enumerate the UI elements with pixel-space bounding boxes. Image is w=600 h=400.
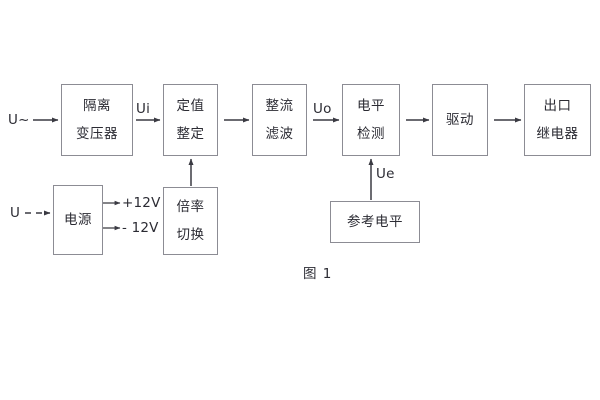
signal-ue-label: Ue — [376, 166, 395, 182]
block-line: 整定 — [176, 125, 205, 142]
signal-ui-label: Ui — [136, 101, 151, 117]
block-rectify-filter[interactable]: 整流 滤波 — [252, 84, 307, 156]
block-line: 驱动 — [446, 111, 474, 128]
block-drive[interactable]: 驱动 — [432, 84, 488, 156]
block-isolation-transformer[interactable]: 隔离 变压器 — [61, 84, 133, 156]
supply-positive-label: +12V — [122, 195, 161, 211]
block-line: 定值 — [176, 98, 205, 115]
block-line: 隔离 — [83, 98, 111, 115]
block-power-supply[interactable]: 电源 — [53, 185, 103, 255]
input-u-dc-label: U — [10, 205, 21, 221]
figure-caption: 图 1 — [303, 266, 333, 282]
block-line: 倍率 — [176, 199, 205, 216]
block-line: 电源 — [64, 211, 92, 228]
block-line: 参考电平 — [347, 213, 403, 230]
block-line: 滤波 — [265, 125, 294, 142]
block-line: 变压器 — [76, 125, 118, 142]
block-line: 电平 — [357, 98, 385, 115]
input-u-ac-label: U~ — [8, 112, 30, 128]
block-line: 继电器 — [536, 125, 579, 142]
block-output-relay[interactable]: 出口 继电器 — [524, 84, 591, 156]
block-line: 整流 — [265, 98, 294, 115]
block-line: 出口 — [543, 98, 572, 115]
block-multiplier-switch[interactable]: 倍率 切换 — [163, 187, 218, 255]
supply-negative-label: - 12V — [122, 220, 159, 236]
block-line: 检测 — [357, 125, 385, 142]
block-reference-level[interactable]: 参考电平 — [330, 201, 420, 243]
block-level-detection[interactable]: 电平 检测 — [342, 84, 400, 156]
block-setpoint-setting[interactable]: 定值 整定 — [163, 84, 218, 156]
signal-uo-label: Uo — [313, 101, 332, 117]
block-line: 切换 — [176, 226, 205, 243]
